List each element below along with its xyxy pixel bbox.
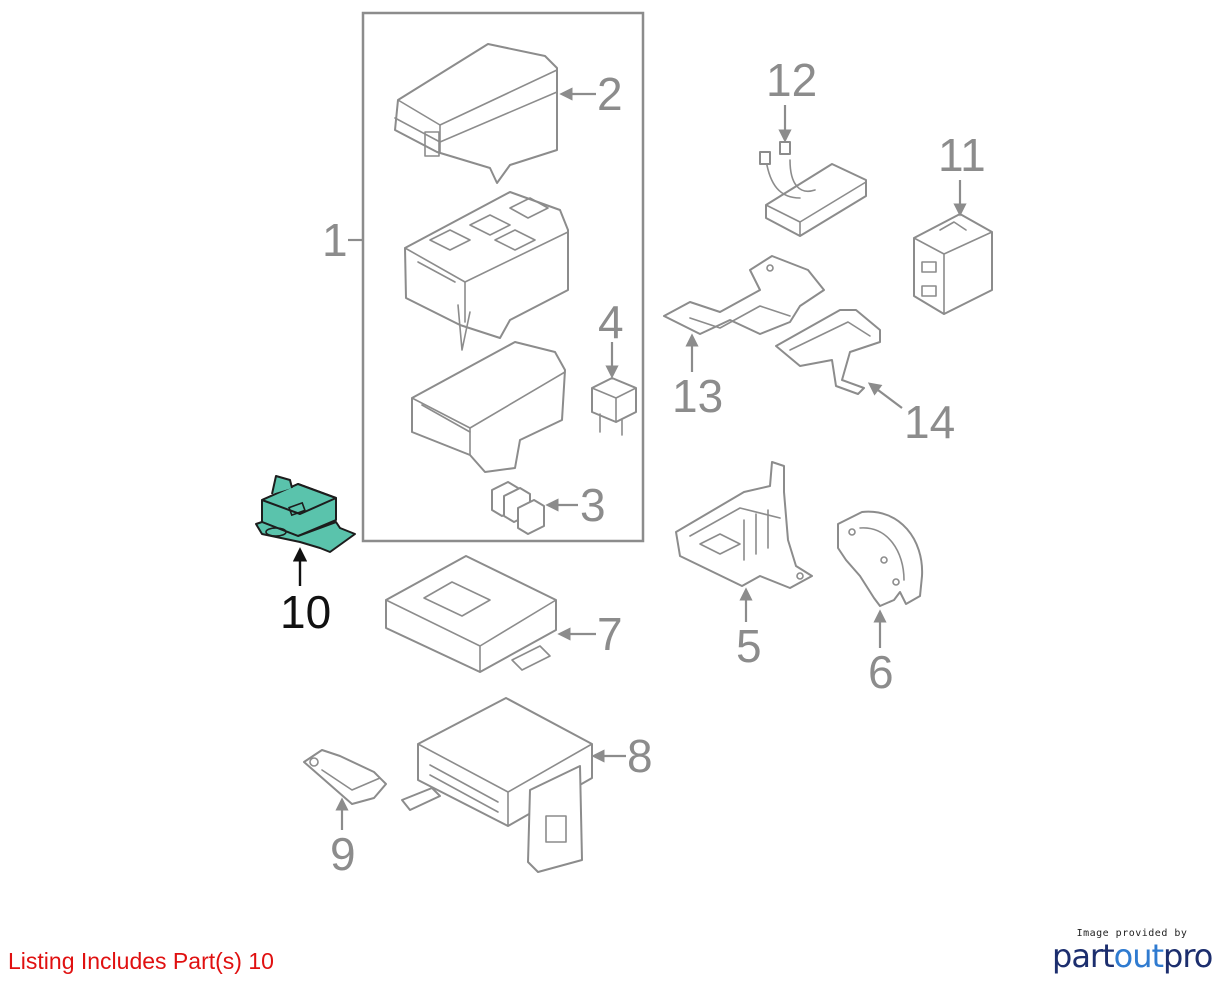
callout-7: 7 <box>597 608 623 660</box>
callout-1: 1 <box>322 214 348 266</box>
part-11-module-box <box>913 213 993 315</box>
callout-4: 4 <box>598 296 624 348</box>
part-14-bracket <box>775 309 881 395</box>
image-credit: Image provided by partoutpro <box>1052 928 1213 975</box>
part-10-module-highlighted <box>255 475 356 553</box>
brand-out: out <box>1113 937 1164 975</box>
part-8-module-with-bracket <box>401 697 593 873</box>
callout-5: 5 <box>736 620 762 672</box>
callout-13: 13 <box>672 370 723 422</box>
part-6-curved-bracket <box>837 510 924 607</box>
assembly-group-box <box>361 11 645 543</box>
part-5-junction-block <box>675 461 813 589</box>
part-9-relay <box>303 749 387 805</box>
callout-12: 12 <box>766 54 817 106</box>
callout-arrow-14 <box>867 382 903 409</box>
credit-caption: Image provided by <box>1076 928 1188 939</box>
callout-10: 10 <box>280 586 331 638</box>
callout-8: 8 <box>627 730 653 782</box>
brand-part: part <box>1052 937 1115 975</box>
partoutpro-logo: partoutpro <box>1052 937 1213 975</box>
part-13-bracket <box>663 255 825 335</box>
part-2-fuse-box-cover <box>394 43 558 184</box>
callout-14: 14 <box>904 396 955 448</box>
part-4-relay <box>591 377 637 436</box>
fuse-box-lower-tray <box>411 341 566 473</box>
brand-pro: pro <box>1163 937 1213 975</box>
callout-3: 3 <box>580 479 606 531</box>
listing-includes-text: Listing Includes Part(s) 10 <box>8 948 274 974</box>
part-12-harness-module <box>759 141 867 237</box>
callout-9: 9 <box>330 828 356 880</box>
callout-11: 11 <box>938 129 986 181</box>
part-7-control-unit <box>385 555 557 673</box>
callout-2: 2 <box>597 68 623 120</box>
fuse-box-body <box>404 191 569 351</box>
part-3-fuses <box>491 481 545 535</box>
callout-6: 6 <box>868 646 894 698</box>
